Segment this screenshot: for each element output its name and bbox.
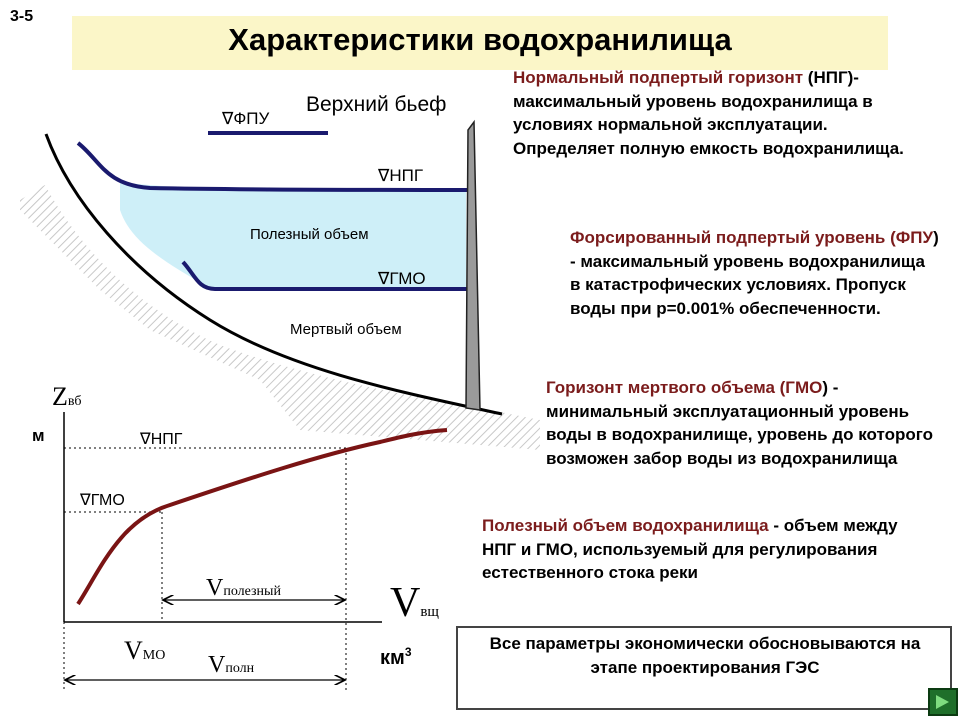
water-fill bbox=[120, 182, 466, 290]
fpu-text: ) - максимальный уровень водохранилища в… bbox=[570, 228, 939, 318]
y-unit-label: м bbox=[32, 426, 45, 445]
dead-volume-label: Мертвый объем bbox=[290, 321, 402, 338]
gmo-line bbox=[181, 260, 472, 291]
v-dead-label: VМО bbox=[124, 636, 165, 665]
upper-pool-label: Верхний бьеф bbox=[306, 93, 446, 116]
v-axis-label: Vвщ bbox=[390, 580, 439, 626]
slide-title: Характеристики водохранилища bbox=[228, 22, 732, 57]
play-arrow-icon bbox=[936, 695, 949, 709]
useful-volume-label: Полезный объем bbox=[250, 226, 369, 243]
gmo-text: ) - минимальный эксплуатационный уровень… bbox=[546, 378, 933, 468]
volume-curve bbox=[76, 428, 448, 606]
npg-level-label: ∇НПГ bbox=[139, 431, 183, 448]
dam bbox=[465, 119, 481, 411]
title-bar bbox=[72, 16, 888, 70]
x-unit-label: км3 bbox=[380, 645, 412, 669]
v-useful-label: Vполезный bbox=[206, 575, 281, 601]
riverbed-profile bbox=[44, 133, 503, 416]
v-total-label: Vполн bbox=[208, 652, 255, 678]
fpu-definition: Форсированный подпертый уровень (ФПУ) - … bbox=[570, 226, 940, 320]
gmo-term: Горизонт мертвого объема (ГМО bbox=[546, 378, 823, 397]
useful-term: Полезный объем водохранилища bbox=[482, 516, 769, 535]
ground-hatching bbox=[20, 185, 540, 450]
npg-term: Нормальный подпертый горизонт bbox=[513, 68, 804, 87]
npg-line bbox=[76, 141, 473, 192]
slide-number: 3-5 bbox=[10, 8, 34, 25]
gmo-definition: Горизонт мертвого объема (ГМО) - минимал… bbox=[546, 376, 956, 470]
note-box bbox=[456, 626, 952, 710]
npg-definition: Нормальный подпертый горизонт (НПГ)-макс… bbox=[513, 66, 913, 160]
gmo-marker: ∇ГМО bbox=[377, 269, 426, 288]
note-text: Все параметры экономически обосновываютс… bbox=[489, 634, 921, 677]
fpu-marker: ∇ФПУ bbox=[221, 109, 270, 128]
useful-volume-definition: Полезный объем водохранилища - объем меж… bbox=[482, 514, 912, 585]
useful-text: - объем между НПГ и ГМО, используемый дл… bbox=[482, 516, 898, 582]
z-axis-label: Zвб bbox=[52, 382, 81, 411]
next-slide-button[interactable] bbox=[928, 688, 958, 716]
npg-marker: ∇НПГ bbox=[377, 166, 423, 185]
fpu-term: Форсированный подпертый уровень (ФПУ bbox=[570, 228, 934, 247]
gmo-level-label: ∇ГМО bbox=[79, 492, 125, 509]
npg-text: (НПГ)-максимальный уровень водохранилища… bbox=[513, 68, 904, 158]
